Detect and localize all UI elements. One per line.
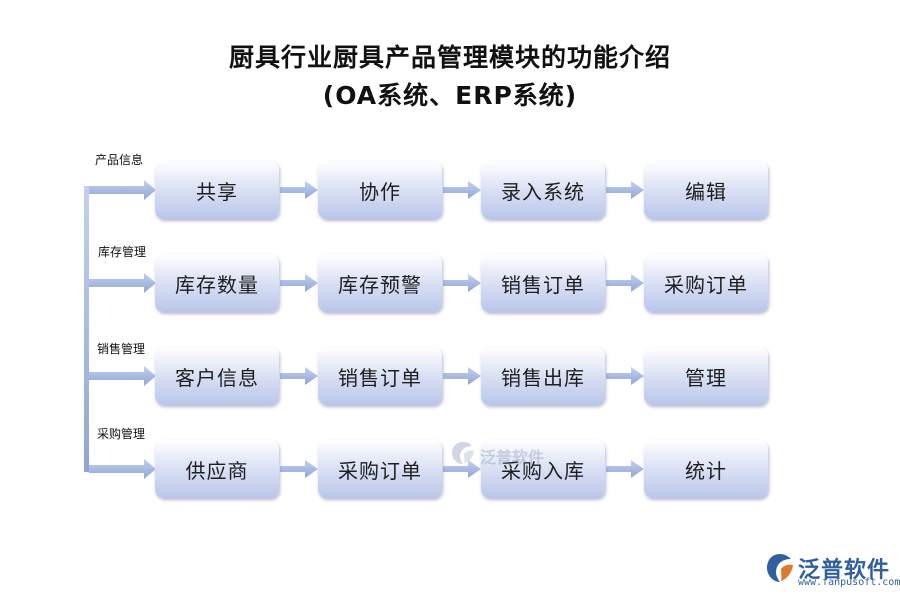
watermark-text: 泛普软件 — [480, 448, 545, 467]
diagram-subtitle: (OA系统、ERP系统) — [322, 81, 578, 110]
section-label-product-info: 产品信息 — [95, 153, 144, 167]
flow-box-sales-order: 销售订单 — [318, 347, 442, 405]
flow-arrows — [280, 181, 644, 478]
watermark: 泛普软件 — [450, 440, 570, 476]
flow-box-stock-alert: 库存预警 — [318, 254, 442, 312]
flow-box-customer-info: 客户信息 — [155, 347, 279, 405]
flow-box-collaborate: 协作 — [318, 161, 442, 219]
flow-box-sales-outbound: 销售出库 — [481, 347, 605, 405]
trunk-line — [84, 186, 89, 472]
flow-box-purchase-inbound: 采购入库 — [481, 440, 605, 498]
flow-box-manage: 管理 — [644, 347, 768, 405]
section-label-inventory: 库存管理 — [98, 245, 147, 259]
flow-box-purchase-order: 采购订单 — [318, 440, 442, 498]
flow-box-purchase-order: 采购订单 — [644, 254, 768, 312]
brand-logo-icon — [767, 554, 793, 582]
flow-box-statistics: 统计 — [644, 440, 768, 498]
flow-box-sales-order: 销售订单 — [481, 254, 605, 312]
brand-url: www.fanpusoft.com — [798, 577, 900, 588]
flow-box-stock-quantity: 库存数量 — [155, 254, 279, 312]
flow-box-supplier: 供应商 — [155, 440, 279, 498]
section-label-purchase: 采购管理 — [97, 427, 146, 441]
brand-name: 泛普软件 — [798, 558, 891, 583]
section-label-sales: 销售管理 — [97, 342, 146, 356]
diagram-title: 厨具行业厨具产品管理模块的功能介绍 — [228, 43, 671, 72]
watermark-logo-icon — [452, 442, 474, 464]
branch-arrows — [89, 180, 156, 479]
flow-box-edit: 编辑 — [644, 161, 768, 219]
flow-box-entry-system: 录入系统 — [481, 161, 605, 219]
brand-logo: 泛普软件 www.fanpusoft.com — [764, 548, 900, 588]
flow-box-share: 共享 — [155, 161, 279, 219]
